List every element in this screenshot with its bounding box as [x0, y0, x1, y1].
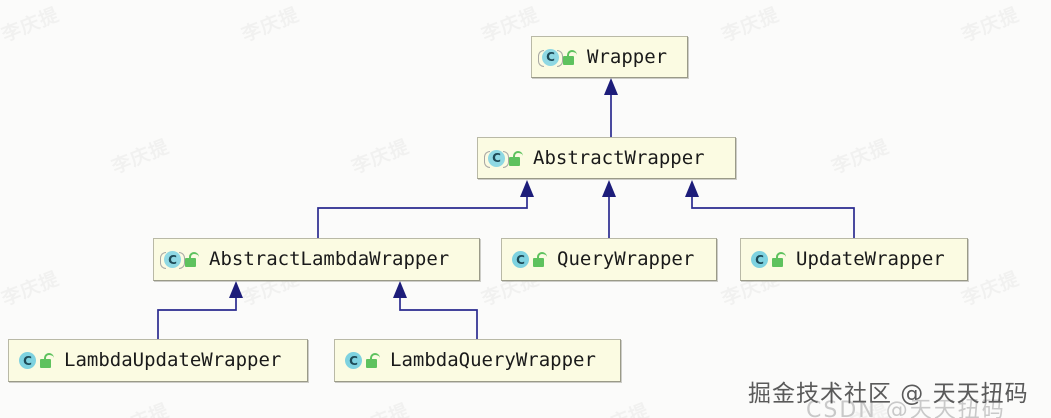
class-abstract-icon: C [538, 48, 563, 67]
class-node-abstract-wrapper[interactable]: C AbstractWrapper [477, 137, 736, 179]
class-node-label: AbstractLambdaWrapper [209, 248, 450, 270]
class-node-label: UpdateWrapper [796, 248, 945, 270]
class-icon: C [511, 250, 530, 269]
class-abstract-icon: C [160, 250, 185, 269]
unlocked-padlock-icon [185, 252, 199, 267]
unlocked-padlock-icon [563, 49, 577, 65]
watermark-tile: 李庆提 [827, 396, 893, 418]
watermark-tile: 李庆提 [107, 396, 173, 418]
watermark-tile: 李庆提 [107, 132, 173, 180]
class-icon: C [750, 250, 769, 269]
class-icon: C [344, 351, 363, 370]
watermark-tile: 李庆提 [957, 0, 1023, 47]
watermark-tile: 李庆提 [0, 0, 63, 47]
arrowhead-into-abstract-lambda-left [229, 281, 243, 298]
class-node-label: LambdaUpdateWrapper [64, 349, 282, 371]
class-icon: C [18, 351, 37, 370]
class-abstract-icon: C [484, 149, 509, 168]
watermark-tile: 李庆提 [0, 264, 63, 312]
class-node-label: AbstractWrapper [533, 146, 705, 169]
edge-update-wrapper-to-abstract-wrapper [691, 196, 855, 238]
watermark-tile: 李庆提 [587, 396, 653, 418]
class-node-wrapper[interactable]: C Wrapper [531, 36, 688, 78]
class-node-update-wrapper[interactable]: C UpdateWrapper [740, 238, 968, 281]
edge-lambda-query-wrapper-to-abstract-lambda-wrapper [399, 297, 478, 339]
class-node-label: Wrapper [587, 45, 668, 68]
class-node-label: QueryWrapper [557, 248, 695, 270]
watermark-juejin: 掘金技术社区 @ 天天扭码 [748, 381, 1029, 407]
arrowhead-into-abstract-wrapper-mid [602, 180, 616, 197]
unlocked-padlock-icon [40, 353, 54, 368]
arrowhead-into-wrapper [604, 78, 618, 95]
unlocked-padlock-icon [772, 252, 786, 267]
unlocked-padlock-icon [533, 252, 547, 267]
class-node-query-wrapper[interactable]: C QueryWrapper [501, 238, 717, 281]
class-node-label: LambdaQueryWrapper [390, 349, 596, 371]
watermark-csdn: CSDN @天天扭码 [806, 398, 1006, 418]
watermark-tile: 李庆提 [347, 396, 413, 418]
arrowhead-into-abstract-lambda-right [393, 281, 407, 298]
watermark-tile: 李庆提 [347, 132, 413, 180]
watermark-tile: 李庆提 [237, 0, 303, 47]
watermark-tile: 李庆提 [827, 132, 893, 180]
class-node-lambda-query-wrapper[interactable]: C LambdaQueryWrapper [334, 339, 621, 382]
arrowhead-into-abstract-wrapper-right [685, 180, 699, 197]
unlocked-padlock-icon [509, 150, 523, 166]
edge-lambda-update-wrapper-to-abstract-lambda-wrapper [157, 297, 237, 339]
class-node-lambda-update-wrapper[interactable]: C LambdaUpdateWrapper [8, 339, 308, 382]
edge-abstract-lambda-wrapper-to-abstract-wrapper [317, 196, 528, 238]
arrowhead-into-abstract-wrapper-left [520, 180, 534, 197]
watermark-tile: 李庆提 [717, 0, 783, 47]
unlocked-padlock-icon [366, 353, 380, 368]
class-node-abstract-lambda-wrapper[interactable]: C AbstractLambdaWrapper [153, 238, 480, 281]
